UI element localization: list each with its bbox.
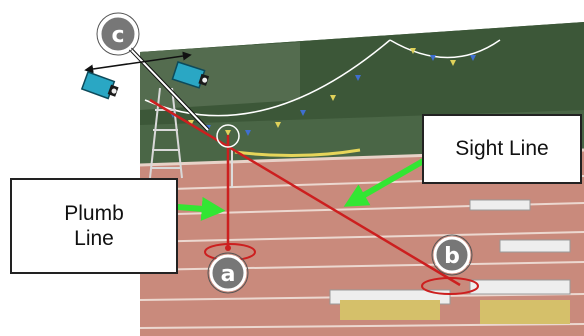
camera-movement-arrow bbox=[84, 51, 192, 74]
plumb-line-callout: Plumb Line bbox=[10, 178, 178, 274]
sight-line-arrow bbox=[343, 153, 434, 207]
marker-a-label: a bbox=[221, 262, 236, 287]
stadium-photo bbox=[139, 22, 584, 336]
sight-line-callout: Sight Line bbox=[422, 114, 582, 184]
marker-b: b bbox=[431, 234, 473, 276]
camera-icon bbox=[80, 71, 119, 100]
sight-line bbox=[149, 98, 461, 287]
sight-line-label: Sight Line bbox=[455, 137, 549, 161]
plumb-line-label-line1: Plumb bbox=[64, 201, 124, 225]
plumb-line bbox=[225, 135, 231, 251]
intersection-circle bbox=[216, 124, 240, 148]
marker-c-label: c bbox=[111, 23, 124, 48]
point-b-ellipse bbox=[421, 277, 479, 295]
marker-b-label: b bbox=[444, 244, 460, 269]
marker-a: a bbox=[207, 252, 249, 294]
camera-icon bbox=[171, 61, 210, 89]
plumb-line-label-line2: Line bbox=[74, 227, 114, 250]
marker-c: c bbox=[96, 12, 140, 56]
